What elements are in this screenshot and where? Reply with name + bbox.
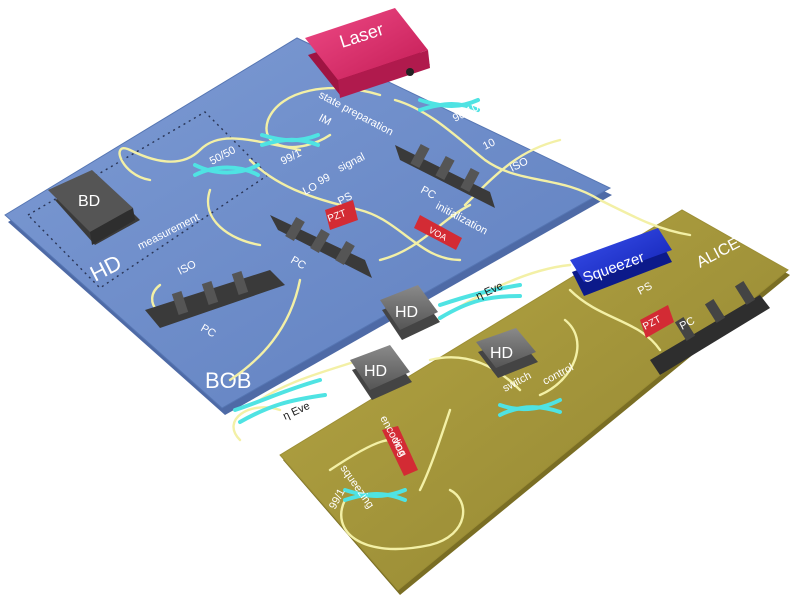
pc-paddles-bob-2 [270,215,372,278]
label-im: IM [317,112,333,128]
hd-box-1: HD [380,285,440,340]
pc-paddles-bob-3 [395,143,495,208]
coupler-5050 [193,163,260,175]
hd-label-1: HD [395,304,418,321]
channel-coupler [233,378,322,412]
hd-label-2: HD [364,363,387,380]
bd-box: BD [48,170,140,245]
couplers [193,98,562,502]
bd-label: BD [78,193,100,210]
laser-box: Laser [305,8,430,98]
label-99: 99 [316,171,332,187]
label-10: 10 [481,136,497,152]
pc-paddles-alice [650,281,770,375]
voa-alice: VOA [382,426,418,476]
hd-box-2: HD [350,345,412,400]
label-90: 90 [516,116,532,132]
label-ps-bob: PS [336,190,355,207]
pzt-bob: PZT [325,200,358,230]
pc-paddles-bob-1 [145,270,285,328]
laser-knob-icon [406,68,414,76]
hd-label-3: HD [490,345,513,362]
hd-box-3: HD [476,328,538,378]
bob-title: BOB [205,368,251,393]
pzt-alice: PZT [640,305,674,338]
